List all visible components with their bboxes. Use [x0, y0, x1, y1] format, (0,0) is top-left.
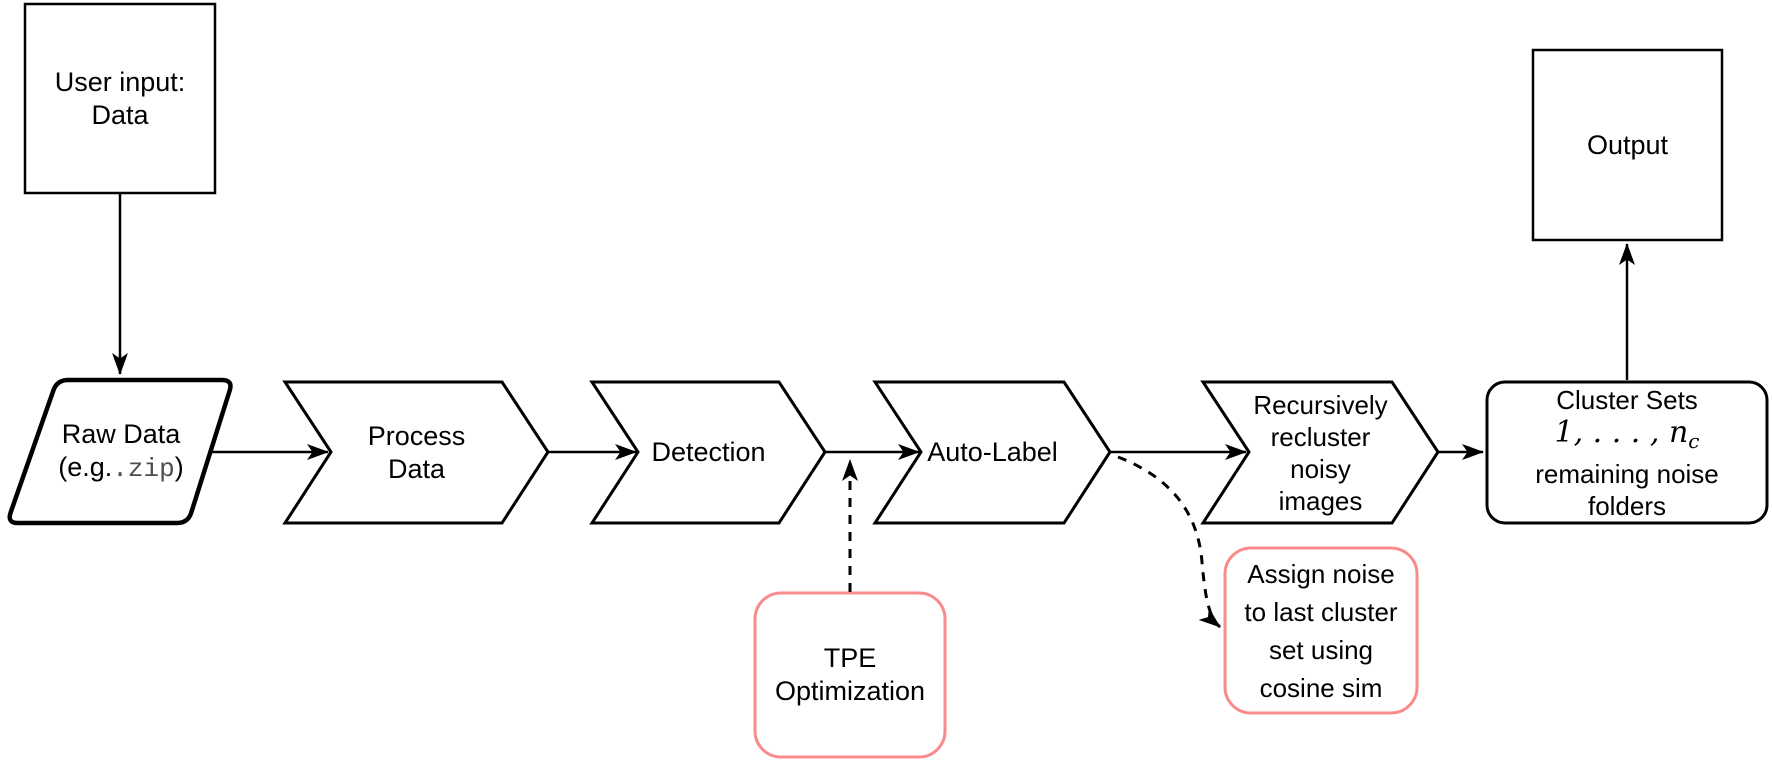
auto-label-chevron — [872, 380, 1112, 525]
raw-data-parallelogram — [7, 377, 233, 526]
tpe-optimization-box — [753, 591, 947, 759]
detection-chevron — [589, 380, 827, 525]
cluster-sets-box — [1485, 380, 1769, 525]
dashed-arrow-auto-label-to-assign-noise — [1117, 455, 1222, 629]
assign-noise-box — [1223, 546, 1419, 715]
user-input-box — [23, 2, 217, 195]
recluster-chevron — [1200, 380, 1440, 525]
process-data-chevron — [282, 380, 550, 525]
output-box — [1531, 48, 1724, 242]
